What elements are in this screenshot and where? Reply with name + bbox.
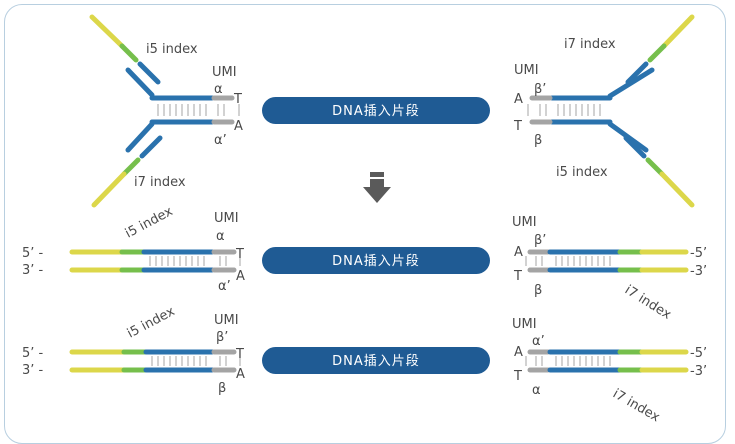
beta-label: β — [534, 133, 542, 148]
dna-insert-label: DNA插入片段 — [332, 254, 420, 269]
alpha-prime-label: α’ — [218, 279, 231, 294]
beta-prime-label: β’ — [534, 233, 546, 248]
umi-label: UMI — [512, 215, 537, 230]
a-overhang-label: A — [514, 92, 523, 107]
row2-right-adapter: -5’ -3’ UMI β’ β A T i7 index — [512, 215, 707, 323]
three-prime-label: -3’ — [690, 364, 707, 379]
umi-label: UMI — [512, 317, 537, 332]
i7-index-label: i7 index — [134, 175, 186, 190]
five-prime-label: -5’ — [690, 346, 707, 361]
i7-index-label: i7 index — [622, 283, 674, 323]
dna-insert-pill-1: DNA插入片段 — [262, 97, 490, 124]
dna-insert-pill-2: DNA插入片段 — [262, 247, 490, 274]
a-overhang-label: A — [236, 367, 245, 382]
t-overhang-label: T — [235, 247, 244, 262]
a-overhang-label: A — [234, 119, 243, 134]
t-overhang-label: T — [513, 119, 522, 134]
diagram-canvas: i5 index i7 index UMI α α’ T A — [4, 4, 726, 444]
i7-index-label: i7 index — [564, 37, 616, 52]
five-prime-label: -5’ — [690, 246, 707, 261]
three-prime-label: 3’ - — [22, 263, 44, 278]
five-prime-label: 5’ - — [22, 346, 44, 361]
alpha-label: α — [214, 82, 223, 97]
three-prime-label: 3’ - — [22, 363, 44, 378]
i5-index-label: i5 index — [146, 42, 198, 57]
i5-index-label: i5 index — [123, 204, 176, 242]
t-overhang-label: T — [235, 347, 244, 362]
umi-label: UMI — [214, 211, 239, 226]
i7-index-label: i7 index — [610, 386, 662, 425]
alpha-prime-label: α’ — [532, 334, 545, 349]
beta-prime-label: β’ — [534, 82, 546, 97]
alpha-label: α — [532, 383, 541, 398]
umi-label: UMI — [212, 65, 237, 80]
row2-left-adapter: 5’ - 3’ - i5 index UMI α α’ T — [22, 204, 245, 294]
five-prime-label: 5’ - — [22, 246, 44, 261]
alpha-label: α — [216, 229, 225, 244]
row3-right-adapter: -5’ -3’ UMI α’ α A T i7 index — [512, 317, 707, 425]
t-overhang-label: T — [513, 369, 522, 384]
adapter-ligation-diagram: i5 index i7 index UMI α α’ T A — [22, 14, 707, 425]
i5-index-label: i5 index — [556, 165, 608, 180]
row3-left-adapter: 5’ - 3’ - i5 index UMI β’ β T — [22, 304, 245, 396]
umi-label: UMI — [214, 313, 239, 328]
dna-insert-pill-3: DNA插入片段 — [262, 347, 490, 374]
beta-label: β — [534, 283, 542, 298]
dna-insert-label: DNA插入片段 — [332, 354, 420, 369]
alpha-prime-label: α’ — [214, 133, 227, 148]
dna-insert-label: DNA插入片段 — [332, 104, 420, 119]
a-overhang-label: A — [236, 269, 245, 284]
down-arrow-icon — [363, 172, 391, 203]
t-overhang-label: T — [513, 269, 522, 284]
a-overhang-label: A — [514, 345, 523, 360]
beta-label: β — [218, 381, 226, 396]
a-overhang-label: A — [514, 245, 523, 260]
i5-index-label: i5 index — [125, 304, 178, 342]
beta-prime-label: β’ — [216, 330, 228, 345]
three-prime-label: -3’ — [690, 264, 707, 279]
t-overhang-label: T — [233, 92, 242, 107]
umi-label: UMI — [514, 63, 539, 78]
top-left-adapter: i5 index i7 index UMI α α’ T A — [89, 14, 243, 208]
top-right-adapter: i7 index i5 index UMI β’ β A T — [513, 14, 695, 208]
